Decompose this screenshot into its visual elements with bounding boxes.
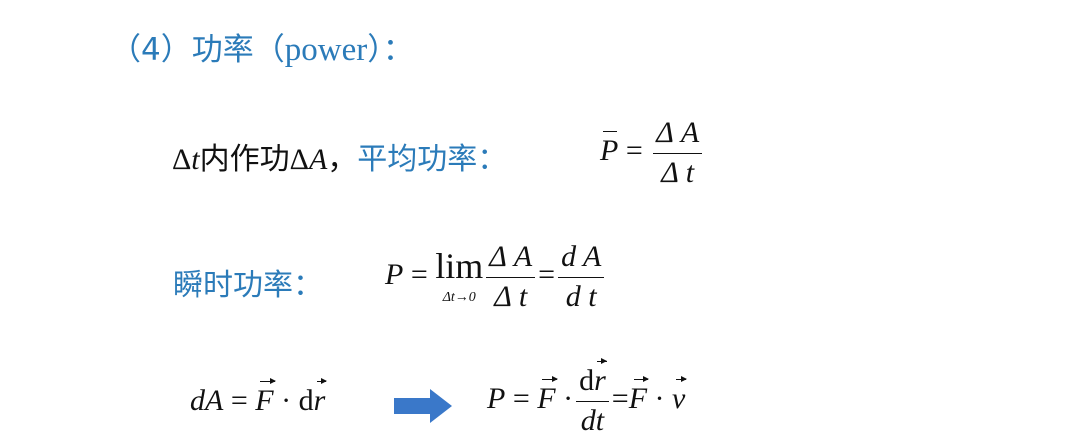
- title-paren-close: ）：: [367, 32, 414, 68]
- denominator: Δ t: [494, 279, 528, 313]
- right-arrow-icon: [394, 389, 452, 423]
- title-number: （4）: [110, 32, 192, 68]
- da-symbol: dA: [190, 384, 224, 417]
- section-title: （4）功率（power）：: [110, 24, 414, 69]
- numerator: Δ A: [486, 240, 536, 278]
- d-symbol: d: [579, 364, 595, 397]
- lim-word: lim: [435, 246, 484, 286]
- t-symbol: t: [191, 143, 200, 176]
- comma: ，: [327, 142, 358, 177]
- denominator: Δ t: [661, 155, 695, 189]
- dot: ·: [654, 381, 665, 415]
- delta-symbol: Δ: [172, 143, 192, 176]
- dot: ·: [563, 381, 574, 415]
- r-vector: r: [313, 378, 327, 417]
- p-bar: P: [600, 130, 619, 167]
- delta-symbol: Δ: [289, 143, 309, 176]
- title-paren: （: [253, 32, 285, 68]
- lim-subscript: Δt→0: [442, 290, 476, 305]
- numerator: Δ A: [653, 116, 703, 154]
- average-power-label: 平均功率：: [357, 142, 508, 177]
- force-vector: F: [255, 378, 277, 417]
- instant-power-label: 瞬时功率：: [173, 268, 323, 303]
- force-vector: F: [628, 375, 650, 415]
- equals: =: [611, 381, 629, 415]
- force-vector: F: [537, 375, 559, 415]
- work-text: 内作功: [199, 142, 290, 177]
- p-symbol: P: [385, 257, 404, 291]
- equals: =: [410, 257, 428, 291]
- equals: =: [538, 257, 556, 291]
- work-differential-formula: dA = F · dr: [190, 378, 327, 418]
- velocity-vector: v: [672, 375, 688, 415]
- title-en: power: [284, 32, 368, 68]
- p-symbol: P: [487, 381, 506, 415]
- equals: =: [625, 133, 643, 167]
- denominator: dt: [580, 403, 605, 437]
- r-vector: r: [594, 358, 607, 397]
- equals: =: [230, 384, 248, 417]
- fraction: dr dt: [576, 358, 609, 438]
- numerator: d A: [558, 240, 605, 278]
- d-symbol: d: [298, 384, 314, 417]
- equals: =: [512, 381, 530, 415]
- dot: ·: [281, 384, 292, 417]
- title-cn: 功率: [191, 32, 254, 68]
- denominator: d t: [565, 279, 597, 313]
- average-power-line: Δt内作功ΔA，平均功率：: [172, 134, 507, 178]
- a-symbol: A: [308, 143, 328, 176]
